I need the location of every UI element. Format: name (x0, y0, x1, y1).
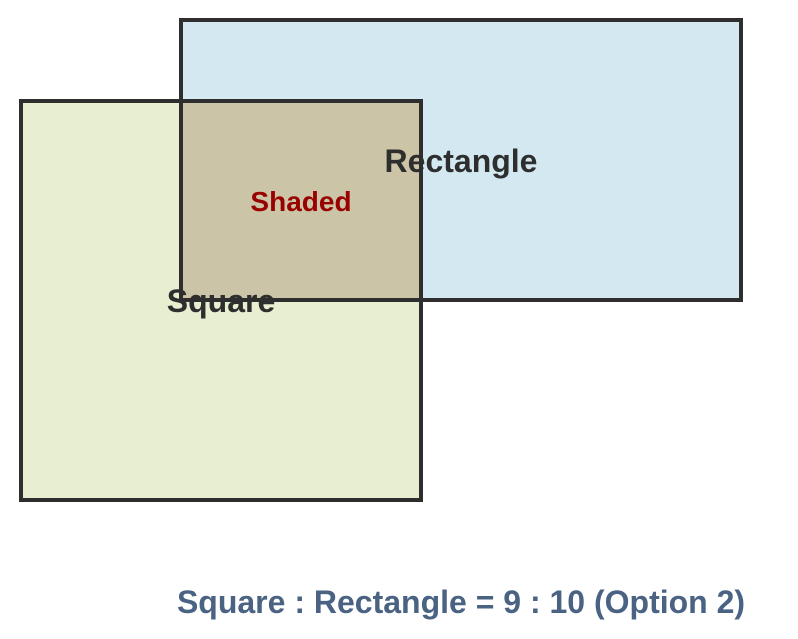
shaded-overlap-region (181, 101, 421, 300)
square-label: Square (167, 283, 275, 319)
rectangle-outline (179, 18, 743, 302)
square-outline (19, 99, 423, 502)
ratio-caption: Square : Rectangle = 9 : 10 (Option 2) (177, 584, 745, 620)
rectangle-label: Rectangle (385, 143, 538, 179)
shaded-label: Shaded (250, 186, 351, 217)
